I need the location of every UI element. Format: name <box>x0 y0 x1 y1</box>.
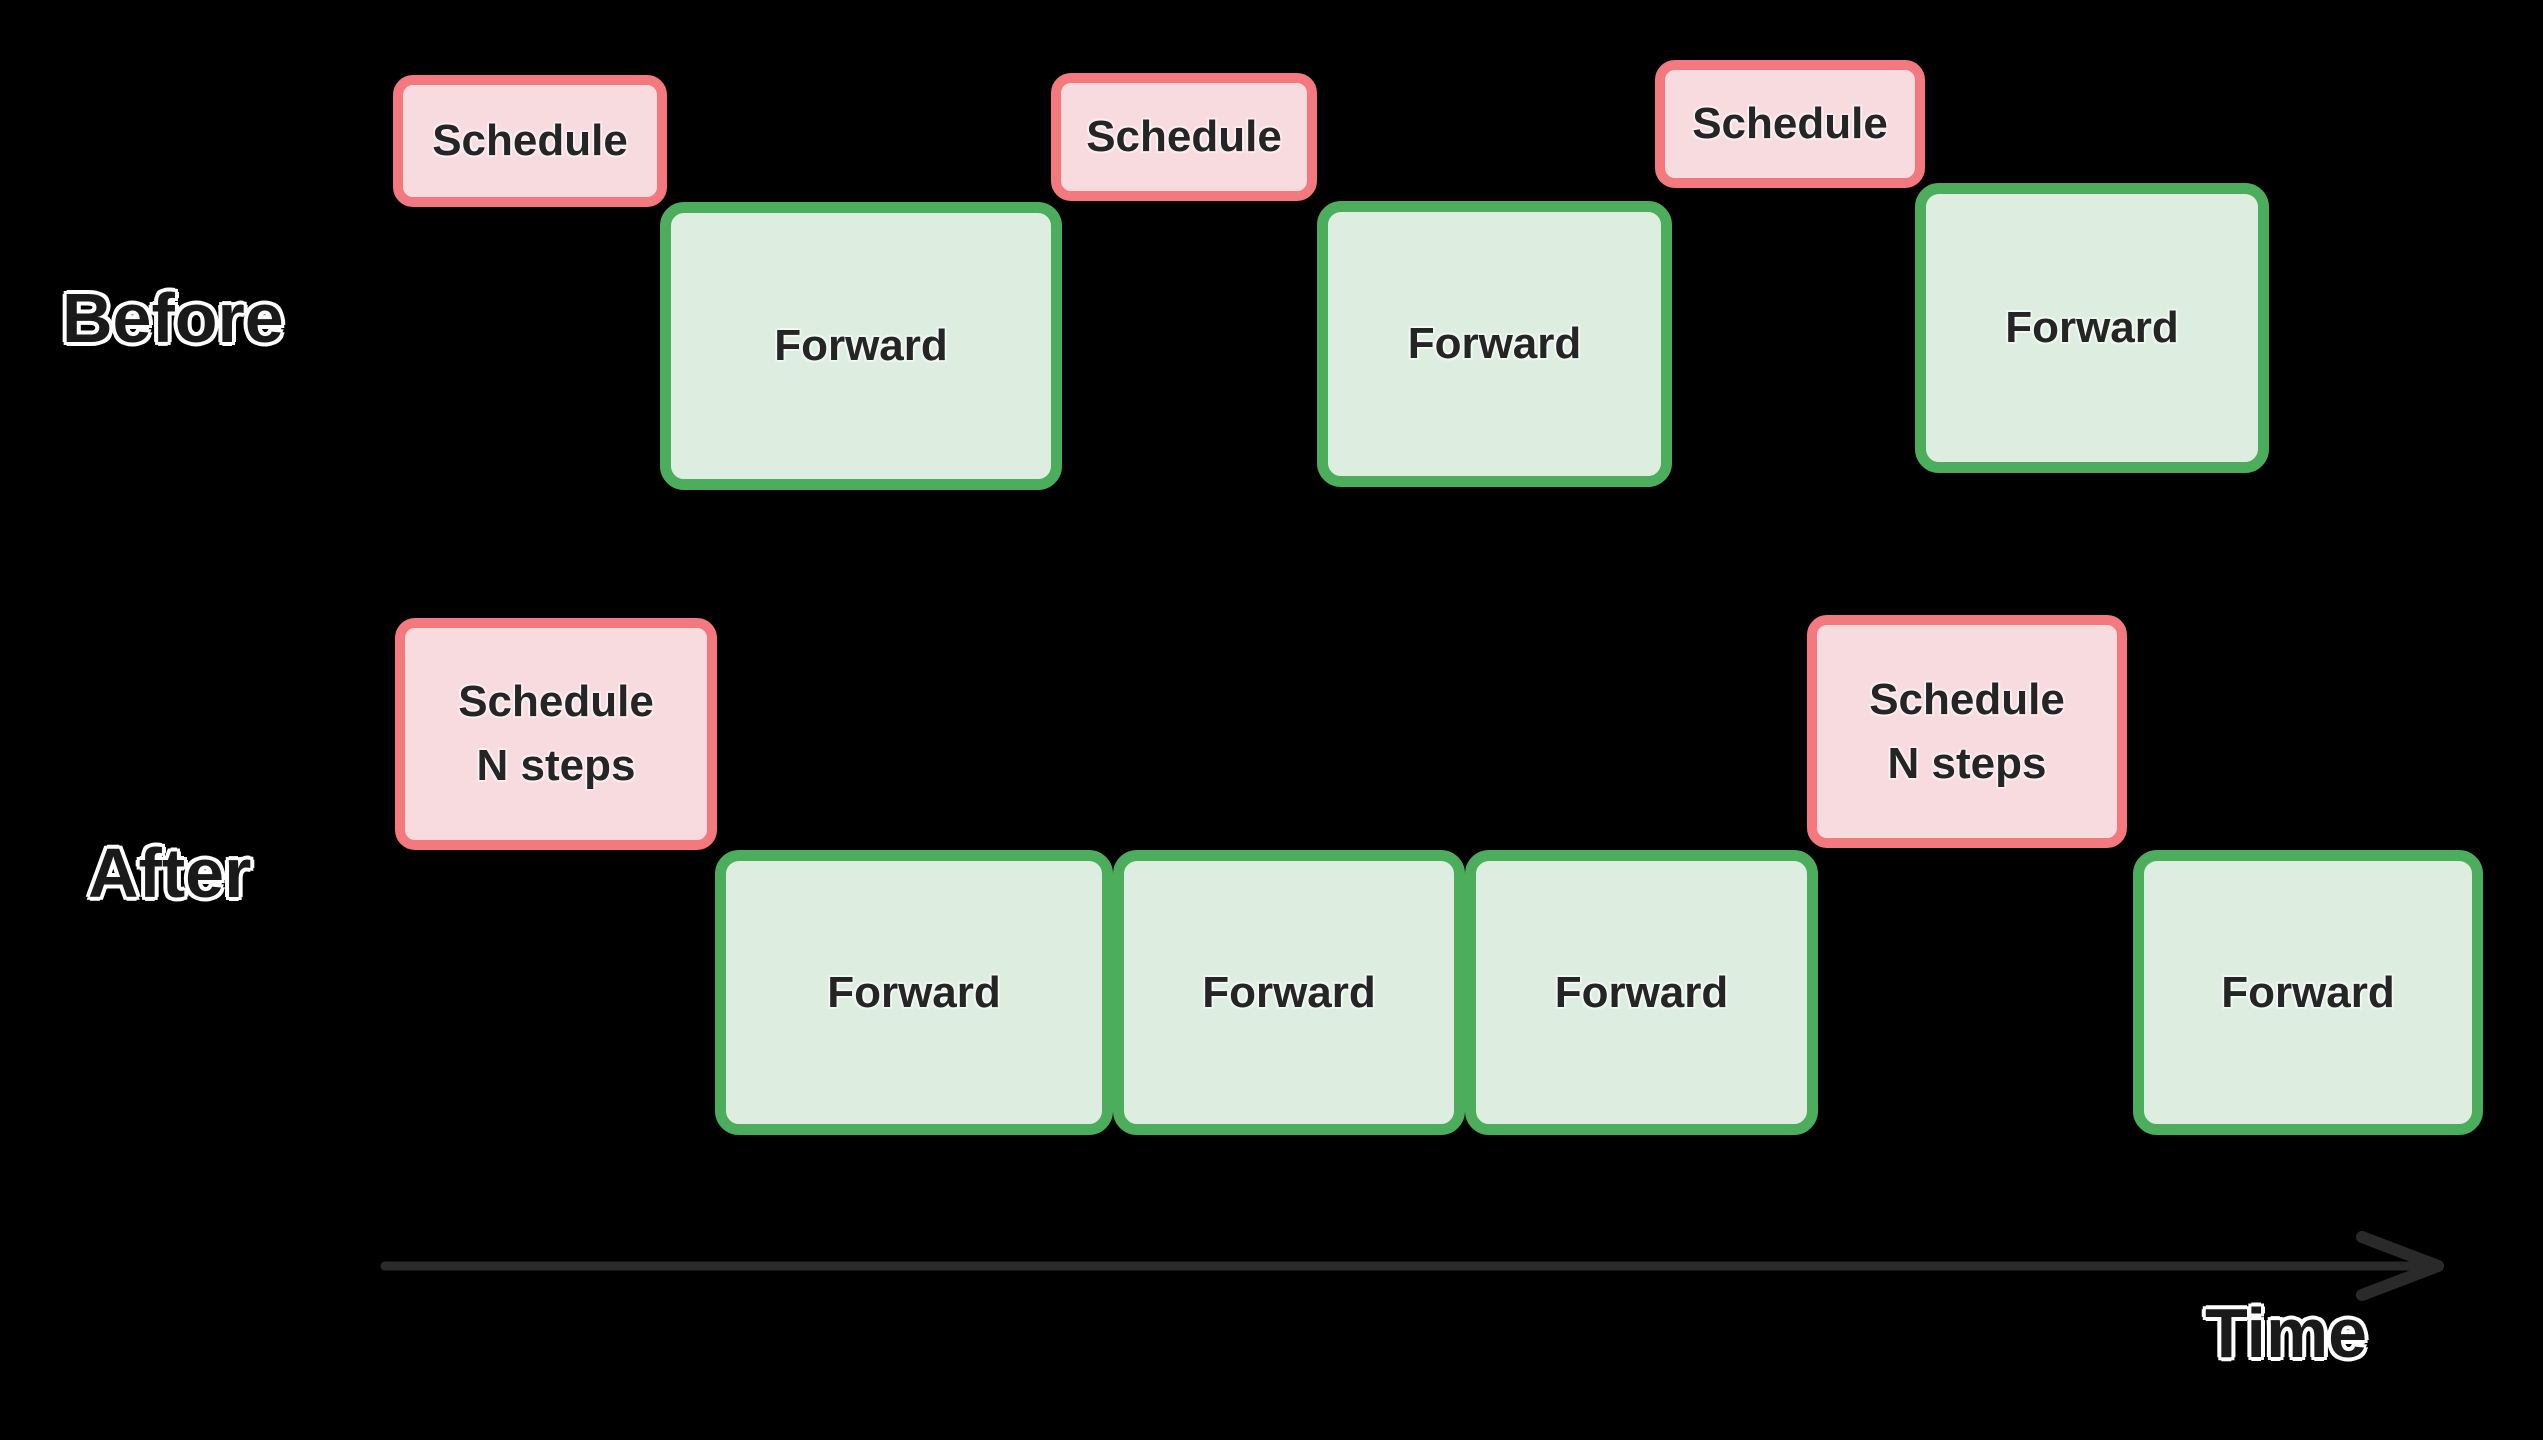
before-forward-1-box: Forward <box>660 202 1062 490</box>
after-forward-2-box: Forward <box>1113 850 1465 1135</box>
after-schedule-1-line-1: Schedule <box>458 677 654 727</box>
before-forward-2-box: Forward <box>1317 201 1672 487</box>
before-schedule-1-box: Schedule <box>393 75 667 207</box>
after-schedule-1-label: Schedule N steps <box>458 670 654 798</box>
after-forward-3-box: Forward <box>1465 850 1818 1135</box>
after-schedule-2-line-1: Schedule <box>1869 674 2065 724</box>
before-forward-1-label: Forward <box>774 321 948 371</box>
after-forward-1-label: Forward <box>827 967 1001 1017</box>
after-forward-4-label: Forward <box>2221 967 2395 1017</box>
after-forward-1-box: Forward <box>715 850 1113 1135</box>
before-row-label: Before <box>62 279 284 357</box>
after-schedule-1-box: Schedule N steps <box>395 618 717 850</box>
after-schedule-2-label: Schedule N steps <box>1869 668 2065 796</box>
after-forward-2-label: Forward <box>1202 967 1376 1017</box>
after-forward-3-label: Forward <box>1554 967 1729 1017</box>
before-forward-2-label: Forward <box>1407 319 1582 369</box>
after-schedule-1-line-2: N steps <box>476 741 636 790</box>
after-forward-4-box: Forward <box>2133 850 2483 1135</box>
before-schedule-3-box: Schedule <box>1655 60 1925 188</box>
after-schedule-2-line-2: N steps <box>1887 738 2047 788</box>
after-schedule-2-box: Schedule N steps <box>1807 615 2127 848</box>
time-axis-label: Time <box>2205 1294 2368 1372</box>
before-schedule-3-label: Schedule <box>1692 99 1888 149</box>
before-schedule-2-label: Schedule <box>1086 112 1282 162</box>
before-forward-3-box: Forward <box>1915 183 2269 473</box>
after-row-label: After <box>88 834 252 912</box>
before-schedule-2-box: Schedule <box>1051 73 1317 201</box>
before-forward-3-label: Forward <box>2005 303 2179 353</box>
before-schedule-1-label: Schedule <box>432 116 628 166</box>
